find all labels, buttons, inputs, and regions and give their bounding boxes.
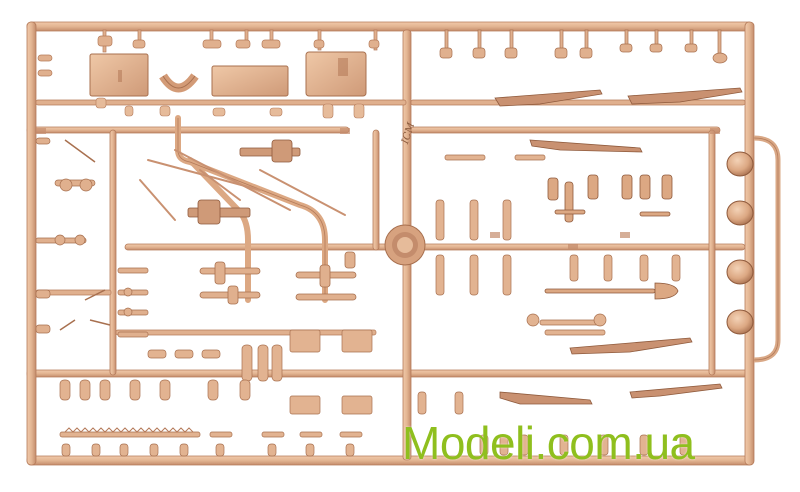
helmet-parts [726, 151, 754, 335]
watermark-text: Modeli.com.ua [402, 417, 695, 469]
center-gate [384, 224, 426, 266]
machine-gun-parts [187, 139, 301, 225]
panel-parts [89, 51, 367, 97]
rifle-parts [494, 87, 743, 405]
